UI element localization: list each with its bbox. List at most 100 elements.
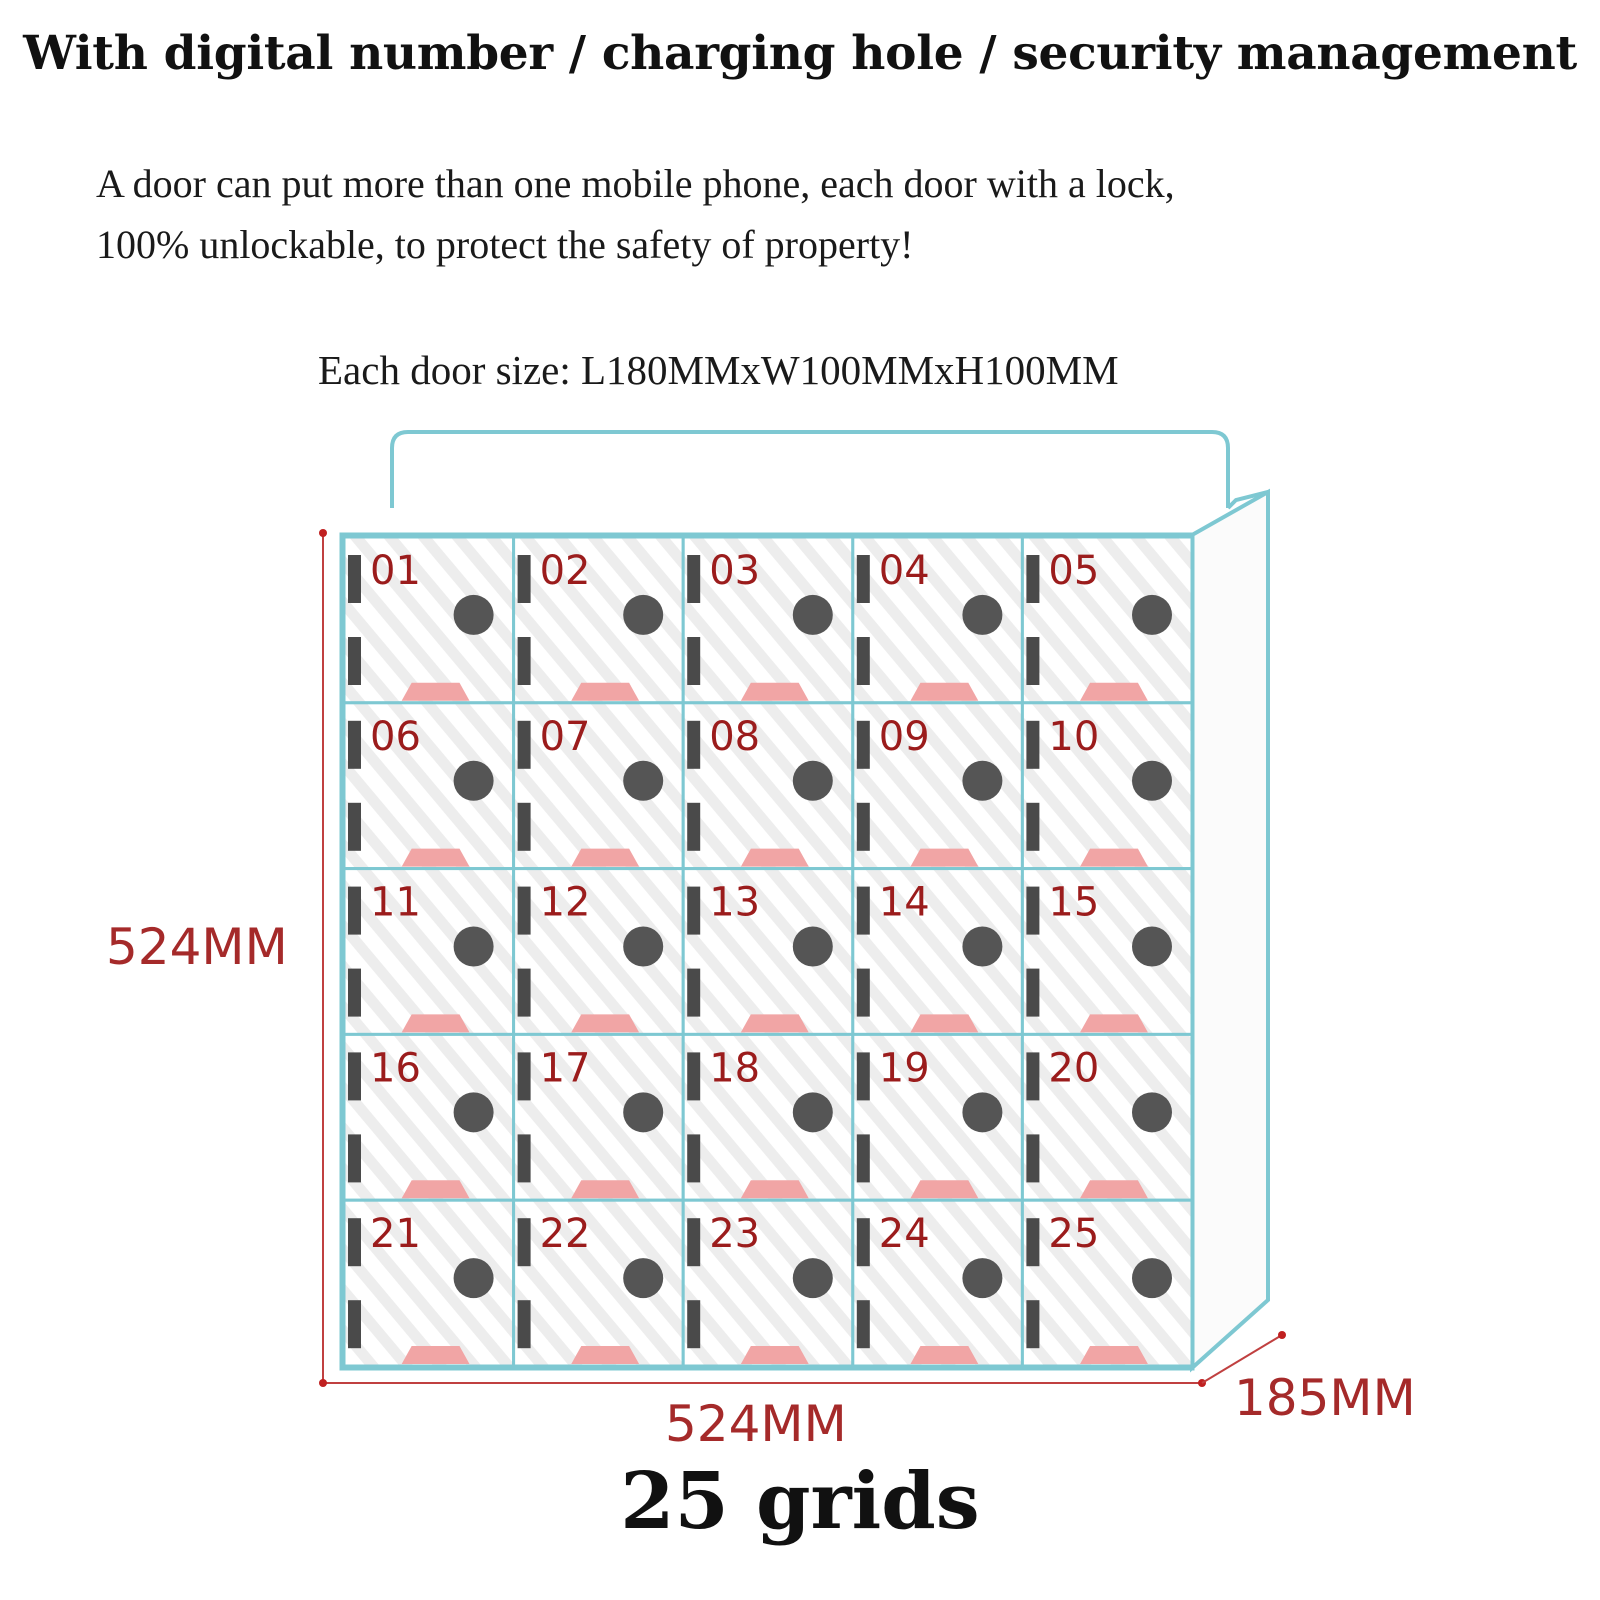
- lock-icon: [962, 1258, 1003, 1299]
- hinge-top: [1026, 1052, 1040, 1101]
- door-number: 09: [879, 714, 930, 760]
- charging-slot-icon: [740, 1014, 809, 1033]
- charging-slot-icon: [571, 1180, 640, 1199]
- hinge-top: [687, 555, 701, 603]
- locker-door[interactable]: 16: [342, 1032, 516, 1202]
- charging-slot-icon: [910, 682, 979, 701]
- hinge-top: [348, 720, 361, 769]
- hinge-bottom: [856, 1134, 870, 1183]
- locker-door[interactable]: 21: [342, 1198, 516, 1368]
- hinge-bottom: [348, 637, 361, 685]
- hinge-bottom: [856, 802, 870, 851]
- door-number: 02: [540, 548, 591, 594]
- hinge-bottom: [517, 968, 531, 1017]
- locker-door[interactable]: 25: [1020, 1198, 1194, 1368]
- locker-door[interactable]: 08: [681, 701, 855, 871]
- locker-door[interactable]: 12: [512, 867, 685, 1036]
- charging-slot-icon: [910, 1014, 979, 1033]
- hinge-bottom: [348, 968, 361, 1017]
- door-number: 01: [370, 548, 421, 594]
- charging-slot-icon: [401, 1180, 470, 1199]
- hinge-top: [348, 1218, 361, 1267]
- charging-slot-icon: [1080, 1346, 1148, 1364]
- locker-door[interactable]: 03: [681, 535, 855, 705]
- lock-icon: [623, 1258, 664, 1299]
- description-line-2: 100% unlockable, to protect the safety o…: [96, 222, 914, 267]
- door-number: 10: [1048, 714, 1099, 760]
- depth-dimension-line: [1201, 1334, 1283, 1384]
- hinge-top: [348, 886, 361, 935]
- hinge-top: [856, 886, 870, 935]
- hinge-bottom: [1026, 968, 1040, 1017]
- locker-door[interactable]: 24: [851, 1198, 1024, 1368]
- door-number: 23: [709, 1211, 760, 1257]
- hinge-bottom: [687, 968, 701, 1017]
- door-size-label: Each door size: L180MMxW100MMxH100MM: [318, 347, 1119, 393]
- charging-slot-icon: [401, 1346, 470, 1364]
- door-number: 15: [1048, 880, 1099, 926]
- charging-slot-icon: [910, 1346, 979, 1364]
- lock-icon: [962, 760, 1003, 801]
- locker-door[interactable]: 05: [1020, 535, 1194, 705]
- locker-door[interactable]: 09: [851, 701, 1024, 871]
- charging-slot-icon: [740, 1346, 809, 1364]
- locker-door[interactable]: 11: [342, 867, 516, 1036]
- hinge-top: [517, 555, 531, 603]
- hinge-bottom: [517, 1134, 531, 1183]
- lock-icon: [1132, 1258, 1172, 1299]
- locker-door[interactable]: 15: [1020, 867, 1194, 1036]
- door-number: 24: [879, 1211, 930, 1257]
- hinge-top: [687, 1218, 701, 1267]
- hinge-bottom: [687, 1134, 701, 1183]
- hinge-top: [687, 720, 701, 769]
- hinge-bottom: [517, 637, 531, 685]
- door-number: 14: [879, 880, 930, 926]
- door-number: 19: [879, 1045, 930, 1091]
- charging-slot-icon: [571, 1014, 640, 1033]
- hinge-bottom: [1026, 802, 1040, 851]
- hinge-bottom: [348, 1300, 361, 1349]
- lock-icon: [792, 1092, 833, 1133]
- locker-door[interactable]: 07: [512, 701, 685, 871]
- lock-icon: [962, 926, 1003, 967]
- hinge-top: [517, 1218, 531, 1267]
- locker-door[interactable]: 10: [1020, 701, 1194, 871]
- hinge-top: [517, 720, 531, 769]
- charging-slot-icon: [401, 848, 470, 867]
- door-panel: [512, 867, 685, 1036]
- charging-slot-icon: [910, 848, 979, 867]
- lock-icon: [1132, 926, 1172, 967]
- locker-door[interactable]: 18: [681, 1032, 855, 1202]
- charging-slot-icon: [1080, 848, 1148, 867]
- locker-door[interactable]: 13: [681, 867, 855, 1036]
- lock-icon: [1132, 594, 1172, 635]
- door-number: 13: [709, 880, 760, 926]
- lock-icon: [962, 594, 1003, 635]
- locker-door[interactable]: 22: [512, 1198, 685, 1368]
- locker-door[interactable]: 01: [342, 535, 516, 705]
- width-dimension-label: 524MM: [665, 1395, 847, 1453]
- charging-slot-icon: [571, 1346, 640, 1364]
- hinge-bottom: [348, 1134, 361, 1183]
- locker-door[interactable]: 14: [851, 867, 1024, 1036]
- locker-door[interactable]: 04: [851, 535, 1024, 705]
- hinge-top: [1026, 886, 1040, 935]
- locker-door[interactable]: 23: [681, 1198, 855, 1368]
- locker-door[interactable]: 06: [342, 701, 516, 871]
- locker-door[interactable]: 19: [851, 1032, 1024, 1202]
- door-number: 25: [1048, 1211, 1099, 1257]
- hinge-bottom: [517, 1300, 531, 1349]
- locker-door[interactable]: 20: [1020, 1032, 1194, 1202]
- locker-door[interactable]: 02: [512, 535, 685, 705]
- locker-door[interactable]: 17: [512, 1032, 685, 1202]
- hinge-top: [1026, 1218, 1040, 1267]
- door-number: 20: [1048, 1045, 1099, 1091]
- lock-icon: [792, 1258, 833, 1299]
- charging-slot-icon: [740, 682, 809, 701]
- hinge-bottom: [1026, 1300, 1040, 1349]
- cabinet-top-panel: [390, 430, 1230, 508]
- lock-icon: [792, 926, 833, 967]
- door-number: 04: [879, 548, 930, 594]
- charging-slot-icon: [571, 848, 640, 867]
